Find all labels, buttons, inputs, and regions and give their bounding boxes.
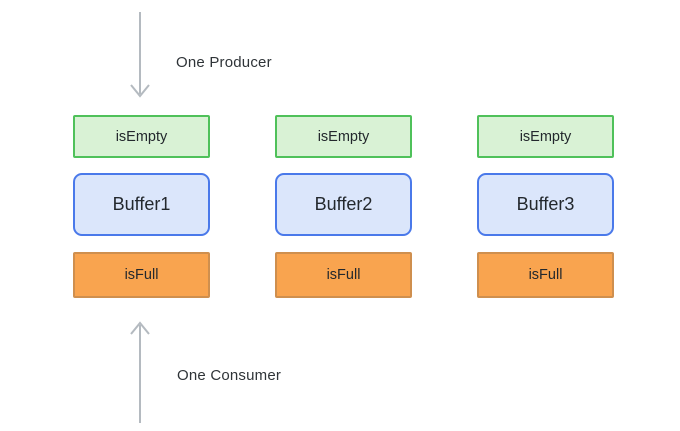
is-full-box: isFull (275, 252, 412, 298)
buffer-column-1: isEmpty Buffer1 isFull (73, 0, 210, 431)
buffer-column-2: isEmpty Buffer2 isFull (275, 0, 412, 431)
producer-label: One Producer (176, 54, 272, 71)
buffer-box: Buffer1 (73, 173, 210, 236)
consumer-label: One Consumer (177, 367, 282, 384)
is-empty-box: isEmpty (73, 115, 210, 158)
is-full-box: isFull (73, 252, 210, 298)
buffer-column-3: isEmpty Buffer3 isFull (477, 0, 614, 431)
buffer-box: Buffer2 (275, 173, 412, 236)
buffer-box: Buffer3 (477, 173, 614, 236)
is-empty-box: isEmpty (275, 115, 412, 158)
is-full-box: isFull (477, 252, 614, 298)
is-empty-box: isEmpty (477, 115, 614, 158)
